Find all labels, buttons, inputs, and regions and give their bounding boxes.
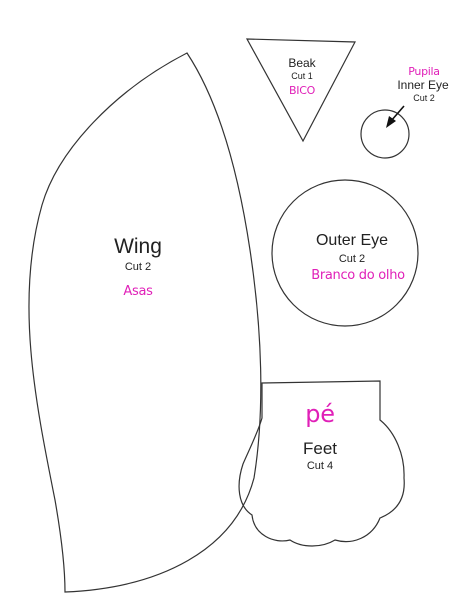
outer-eye-outline: [271, 179, 419, 327]
feet-name: Feet: [302, 439, 338, 458]
feet-cut-count: Cut 4: [306, 460, 334, 472]
beak-cut-count: Cut 1: [291, 71, 313, 81]
beak-name: Beak: [288, 56, 316, 70]
inner-eye-name: Inner Eye: [397, 78, 449, 92]
wing-outline: [28, 52, 262, 593]
inner-eye-portuguese-label: Pupila: [408, 65, 440, 78]
beak-portuguese-label: BICO: [289, 84, 315, 97]
outer-eye-cut-count: Cut 2: [338, 253, 366, 265]
beak-outline: [245, 38, 356, 143]
feet-outline: [238, 380, 405, 547]
outer-eye-portuguese-label: Branco do olho: [311, 268, 405, 283]
wing-name: Wing: [114, 235, 162, 258]
wing-cut-count: Cut 2: [124, 261, 152, 273]
outer-eye-name: Outer Eye: [315, 232, 389, 249]
inner-eye-outline: [360, 109, 410, 159]
inner-eye-pointer-arrow: [386, 105, 405, 128]
wing-portuguese-label: Asas: [123, 284, 153, 299]
feet-portuguese-label: pé: [305, 400, 335, 428]
inner-eye-cut-count: Cut 2: [413, 93, 435, 103]
